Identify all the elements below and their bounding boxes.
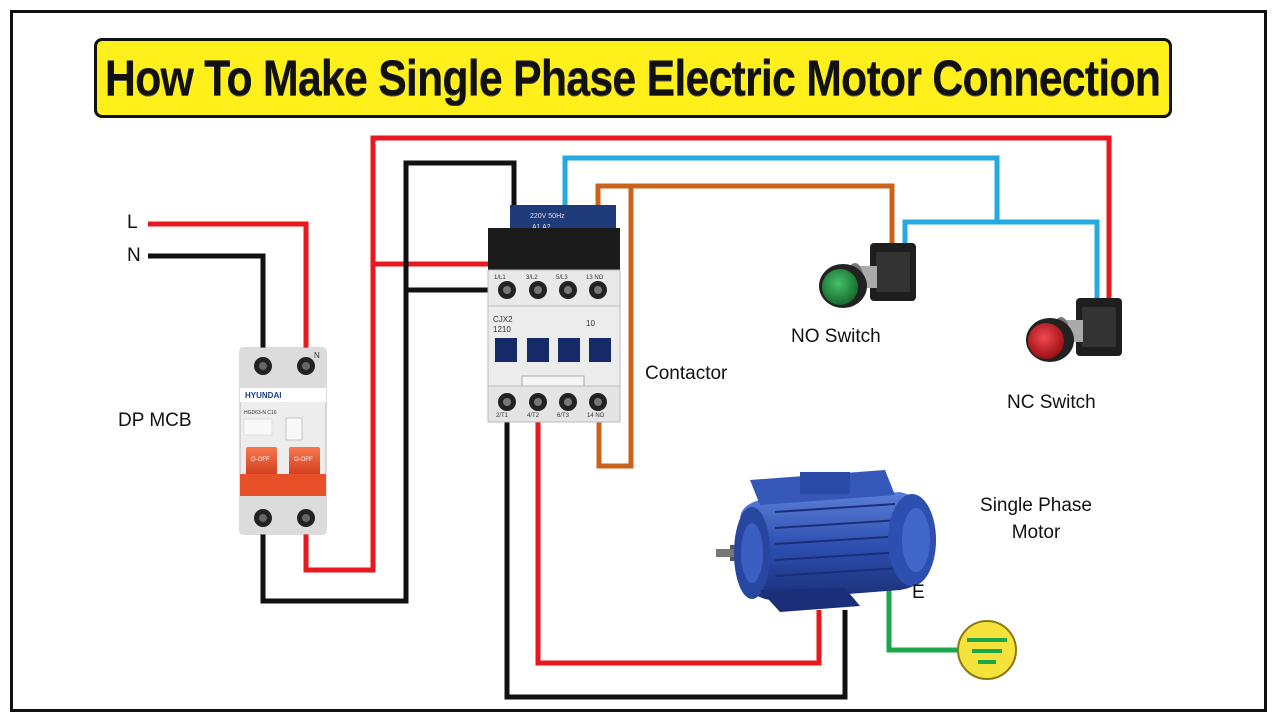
wire-n-to-mcb bbox=[148, 253, 266, 365]
wire-control-no-return bbox=[596, 186, 634, 469]
nc-push-button bbox=[1026, 298, 1122, 362]
label-earth: E bbox=[912, 582, 925, 603]
mcb-handle-left bbox=[246, 447, 277, 477]
title-banner: How To Make Single Phase Electric Motor … bbox=[94, 38, 1172, 118]
contactor-term-l3: 5/L3 bbox=[556, 275, 568, 281]
label-dp-mcb: DP MCB bbox=[118, 410, 192, 431]
nc-button-cap bbox=[1028, 323, 1064, 359]
label-contactor: Contactor bbox=[645, 363, 728, 384]
wire-l-to-mcb bbox=[148, 221, 309, 365]
single-phase-motor bbox=[716, 470, 936, 612]
label-motor-line2: Motor bbox=[1011, 522, 1061, 543]
diagram-frame bbox=[10, 10, 1267, 712]
contactor-coil-terms: A1 A2 bbox=[532, 224, 551, 231]
mcb-model: HGD63-N C16 bbox=[244, 410, 277, 416]
mcb-brand: HYUNDAI bbox=[245, 391, 281, 400]
label-motor-line1: Single Phase bbox=[980, 495, 1092, 516]
wire-earth bbox=[886, 582, 958, 653]
contactor-current: 1210 bbox=[493, 325, 511, 334]
contactor-aux: 10 bbox=[586, 319, 595, 328]
contactor-term-t1: 2/T1 bbox=[496, 413, 509, 419]
contactor-window-1 bbox=[495, 338, 517, 362]
label-line: L bbox=[127, 212, 138, 233]
wire-t1-to-motor bbox=[504, 402, 848, 700]
wire-mcb-n-out bbox=[260, 160, 517, 604]
mcb-handle-right bbox=[289, 447, 320, 477]
page-title: How To Make Single Phase Electric Motor … bbox=[105, 50, 1161, 106]
mcb-off-left: O-OFF bbox=[251, 457, 270, 463]
wire-t2-to-motor bbox=[535, 402, 822, 666]
wire-mcb-l-out bbox=[303, 135, 1112, 573]
wire-contactor-to-motor bbox=[504, 402, 958, 700]
dp-mcb: N HYUNDAI HGD63-N C16 O-OFF O-OFF bbox=[239, 347, 327, 535]
label-no-switch: NO Switch bbox=[791, 326, 881, 347]
no-push-button bbox=[819, 243, 916, 308]
label-neutral: N bbox=[127, 245, 141, 266]
wire-control bbox=[562, 155, 1100, 469]
wire-line-input bbox=[148, 221, 309, 365]
wire-control-no bbox=[595, 183, 895, 255]
mcb-n-mark: N bbox=[314, 351, 320, 360]
label-nc-switch: NC Switch bbox=[1007, 392, 1096, 413]
contactor-term-t3: 6/T3 bbox=[557, 413, 570, 419]
contactor-coil-rating: 220V 50Hz bbox=[530, 213, 565, 220]
wire-control-nc-to-no bbox=[902, 219, 997, 250]
contactor-term-l1: 1/L1 bbox=[494, 275, 506, 281]
contactor-window-2 bbox=[527, 338, 549, 362]
contactor-window-4 bbox=[589, 338, 611, 362]
contactor-term-13: 13 NO bbox=[586, 275, 604, 281]
earth-symbol bbox=[957, 620, 1017, 680]
contactor-model: CJX2 bbox=[493, 315, 513, 324]
contactor-term-t2: 4/T2 bbox=[527, 413, 540, 419]
contactor-term-l2: 3/L2 bbox=[526, 275, 538, 281]
label-motor: Single Phase Motor bbox=[968, 492, 1104, 546]
contactor-term-14: 14 NO bbox=[587, 413, 605, 419]
mcb-handle-bar bbox=[240, 474, 326, 496]
wire-control-nc bbox=[562, 155, 1100, 305]
mcb-off-right: O-OFF bbox=[294, 457, 313, 463]
contactor-window-3 bbox=[558, 338, 580, 362]
contactor: 220V 50Hz A1 A2 1/L1 3/L2 5/L3 13 NO CJX… bbox=[487, 205, 621, 423]
no-button-cap bbox=[822, 269, 858, 305]
